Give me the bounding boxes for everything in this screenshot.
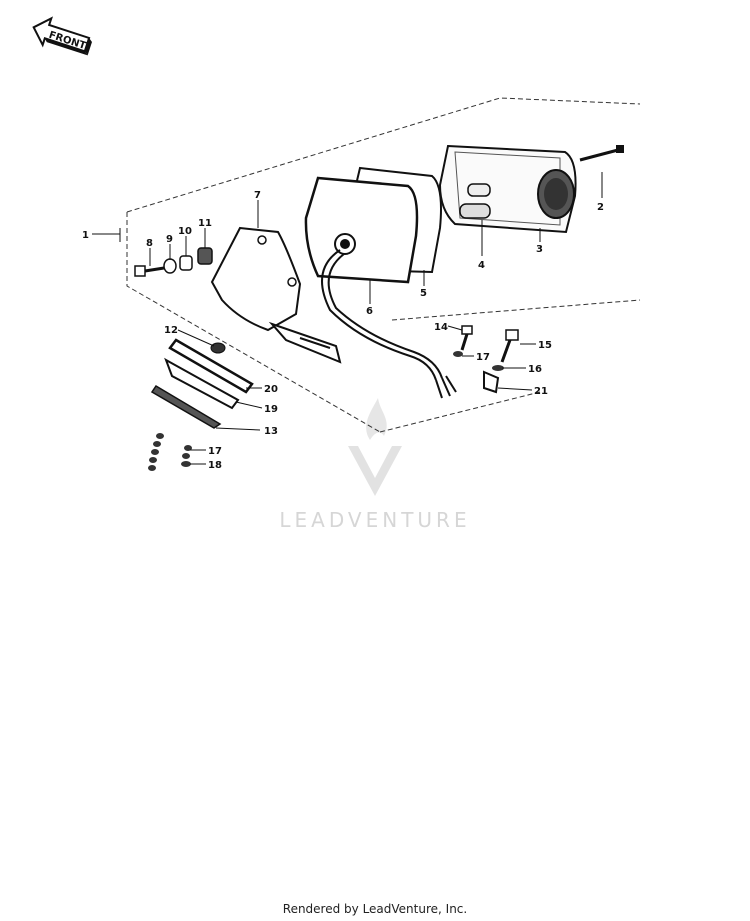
bolt-8	[134, 265, 165, 277]
lens-seal-20	[168, 338, 254, 394]
callout-10: 10	[178, 226, 192, 237]
callout-13: 13	[264, 426, 278, 437]
callout-5: 5	[420, 288, 427, 299]
callout-4: 4	[478, 260, 485, 271]
long-screw	[579, 145, 624, 162]
grommet-12	[210, 342, 226, 354]
washer-9	[163, 258, 177, 274]
callout-17-upper: 17	[476, 352, 490, 363]
bolt-15	[500, 329, 519, 363]
callout-15: 15	[538, 340, 552, 351]
washer-16	[492, 365, 504, 371]
footer-credit: Rendered by LeadVenture, Inc.	[282, 902, 468, 916]
bulbs	[459, 183, 491, 219]
callout-8: 8	[146, 238, 153, 249]
callout-17-lower: 17	[208, 446, 222, 457]
callout-18: 18	[208, 460, 222, 471]
license-lens-19	[164, 357, 240, 410]
lens-plate	[304, 176, 419, 284]
callout-3: 3	[536, 244, 543, 255]
wire-harness	[321, 249, 457, 399]
leader-lines	[149, 172, 603, 465]
lamp-housing	[438, 144, 577, 234]
callout-1: 1	[82, 230, 89, 241]
callout-19: 19	[264, 404, 278, 415]
callout-6: 6	[366, 306, 373, 317]
screw-set-18	[148, 433, 192, 471]
callout-2: 2	[597, 202, 604, 213]
callout-9: 9	[166, 234, 173, 245]
washer-17-upper	[453, 351, 463, 357]
callout-labels: 1 2 3 4 5 6 7 8 9 10 11 12 13 14 15 16 1…	[82, 190, 604, 471]
clamp-21	[483, 370, 500, 394]
callout-14: 14	[434, 322, 448, 333]
watermark-text: LEADVENTURE	[279, 508, 470, 532]
leadventure-watermark: LEADVENTURE	[279, 398, 470, 532]
bolt-14	[460, 325, 473, 351]
assembly-bracket	[92, 228, 121, 242]
spacer-10	[179, 255, 193, 271]
nut-11	[197, 247, 213, 265]
callout-11: 11	[198, 218, 212, 229]
callout-20: 20	[264, 384, 278, 395]
plate-gasket-13	[150, 384, 222, 429]
callout-12: 12	[164, 325, 178, 336]
callout-16: 16	[528, 364, 542, 375]
license-bracket	[210, 226, 342, 364]
callout-21: 21	[534, 386, 548, 397]
front-arrow: FRONT	[32, 16, 92, 56]
callout-7: 7	[254, 190, 261, 201]
assembly-boundary	[126, 97, 641, 433]
